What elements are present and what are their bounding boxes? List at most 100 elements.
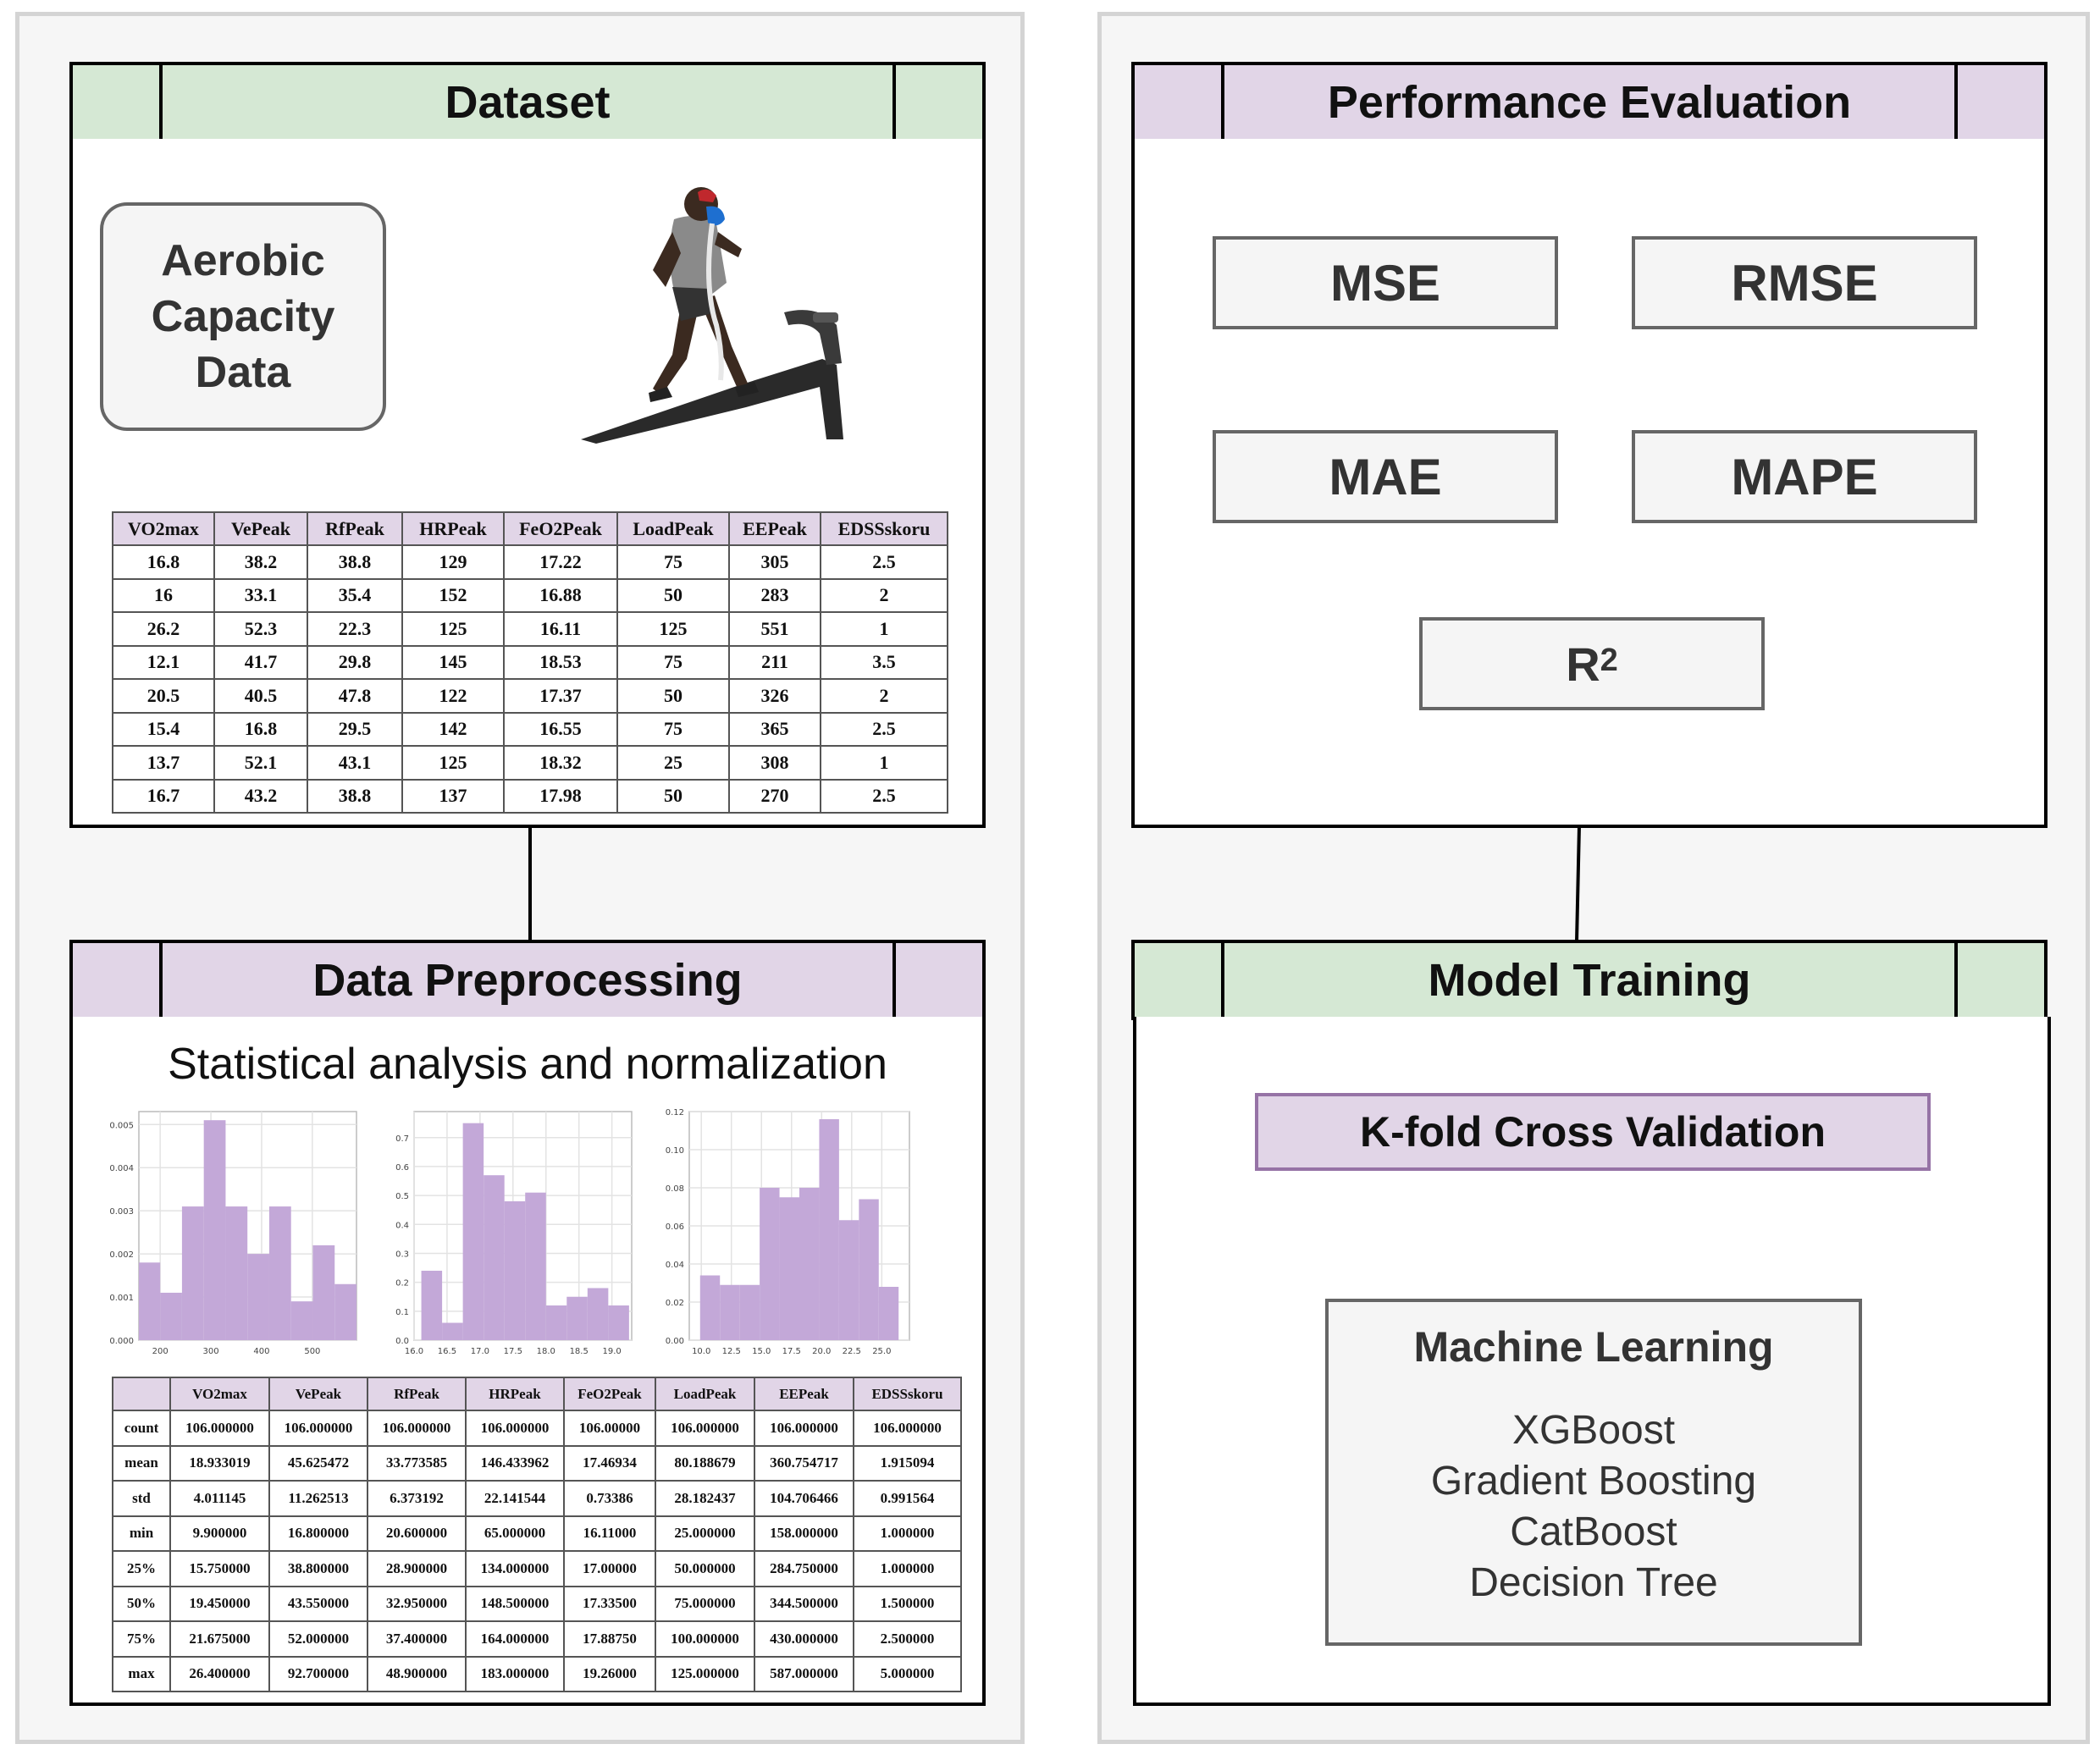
training-title: Model Training (1428, 954, 1751, 1006)
table-cell: 15.4 (112, 711, 215, 747)
x-tick-label: 22.5 (843, 1347, 861, 1356)
column-header: HRPeak (465, 1377, 565, 1411)
table-cell: 365 (728, 711, 821, 747)
table-cell: 17.46934 (563, 1444, 656, 1482)
mse-box: MSE (1213, 236, 1558, 329)
table-cell: 92.700000 (268, 1655, 368, 1692)
x-tick-label: 12.5 (722, 1347, 741, 1356)
histogram-bar (181, 1206, 204, 1340)
preprocessing-title: Data Preprocessing (312, 954, 743, 1006)
table-cell: 1 (820, 745, 948, 781)
histogram-bar (799, 1188, 820, 1340)
column-header: FeO2Peak (503, 511, 618, 546)
x-tick-label: 20.0 (812, 1347, 831, 1356)
table-cell: 41.7 (213, 644, 308, 680)
model-catboost: CatBoost (1510, 1509, 1677, 1554)
performance-header: Performance Evaluation (1131, 62, 2048, 142)
table-cell: 145 (401, 644, 505, 680)
x-tick-label: 16.0 (405, 1347, 423, 1356)
table-cell: 26.400000 (169, 1655, 270, 1692)
table-cell: 16.8 (112, 544, 215, 580)
y-tick-label: 0.6 (395, 1163, 409, 1173)
x-tick-label: 300 (203, 1347, 219, 1356)
table-cell: 50% (112, 1585, 171, 1622)
table-cell: 25.000000 (655, 1515, 755, 1552)
histogram-bar (290, 1301, 313, 1340)
table-cell: 17.00000 (563, 1550, 656, 1587)
table-cell: 75 (616, 711, 730, 747)
table-cell: 52.000000 (268, 1620, 368, 1658)
table-cell: 1 (820, 611, 948, 647)
table-cell: 52.1 (213, 745, 308, 781)
histogram-bar (859, 1199, 879, 1340)
y-tick-label: 0.3 (395, 1250, 409, 1259)
column-header: RfPeak (307, 511, 403, 546)
table-cell: 50 (616, 577, 730, 613)
table-cell: std (112, 1480, 171, 1517)
histogram-bar (720, 1284, 740, 1340)
column-header: EDSSskoru (820, 511, 948, 546)
preprocessing-subtitle: Statistical analysis and normalization (168, 1040, 887, 1089)
table-cell: 106.000000 (268, 1410, 368, 1447)
table-cell: 25 (616, 745, 730, 781)
histogram-bar (247, 1254, 269, 1340)
k-fold-cv-box: K-fold Cross Validation (1255, 1093, 1931, 1171)
table-cell: 75 (616, 644, 730, 680)
histogram-bar (268, 1206, 291, 1340)
aerobic-capacity-data-box: Aerobic Capacity Data (100, 202, 386, 431)
table-cell: 587.000000 (754, 1655, 854, 1692)
y-tick-label: 0.02 (666, 1299, 684, 1308)
histogram-bar (160, 1292, 182, 1340)
x-tick-label: 16.5 (438, 1347, 456, 1356)
table-cell: 16.8 (213, 711, 308, 747)
y-tick-label: 0.12 (666, 1108, 684, 1118)
x-tick-label: 400 (253, 1347, 269, 1356)
performance-title: Performance Evaluation (1327, 76, 1852, 128)
y-tick-label: 0.001 (109, 1294, 134, 1303)
table-cell: 2.500000 (853, 1620, 962, 1658)
table-cell: 38.8 (307, 544, 403, 580)
model-gradient-boosting: Gradient Boosting (1430, 1459, 1757, 1504)
table-cell: 1.500000 (853, 1585, 962, 1622)
histogram-bar (525, 1192, 546, 1340)
table-cell: 43.550000 (268, 1585, 368, 1622)
table-cell: 16 (112, 577, 215, 613)
table-cell: 129 (401, 544, 505, 580)
dataset-title: Dataset (445, 76, 611, 128)
table-cell: 106.000000 (169, 1410, 270, 1447)
table-cell: 20.5 (112, 678, 215, 714)
table-cell: 25% (112, 1550, 171, 1587)
table-cell: 20.600000 (367, 1515, 467, 1552)
histogram-bar (462, 1123, 484, 1340)
table-cell: 28.900000 (367, 1550, 467, 1587)
table-cell: 106.000000 (367, 1410, 467, 1447)
x-tick-label: 500 (304, 1347, 320, 1356)
table-cell: 551 (728, 611, 821, 647)
table-cell: 2.5 (820, 544, 948, 580)
table-cell: min (112, 1515, 171, 1552)
histogram-bar (608, 1305, 629, 1340)
table-cell: 148.500000 (465, 1585, 565, 1622)
table-cell: 11.262513 (268, 1480, 368, 1517)
column-header: EEPeak (728, 511, 821, 546)
table-cell: count (112, 1410, 171, 1447)
column-header: VePeak (268, 1377, 368, 1411)
table-cell: 6.373192 (367, 1480, 467, 1517)
histogram-bar (587, 1288, 609, 1340)
table-cell: 360.754717 (754, 1444, 854, 1482)
table-cell: 22.141544 (465, 1480, 565, 1517)
table-cell: mean (112, 1444, 171, 1482)
table-cell: max (112, 1655, 171, 1692)
table-cell: 37.400000 (367, 1620, 467, 1658)
table-cell: 134.000000 (465, 1550, 565, 1587)
histogram-bar (545, 1305, 567, 1340)
histogram-bar (760, 1188, 780, 1340)
